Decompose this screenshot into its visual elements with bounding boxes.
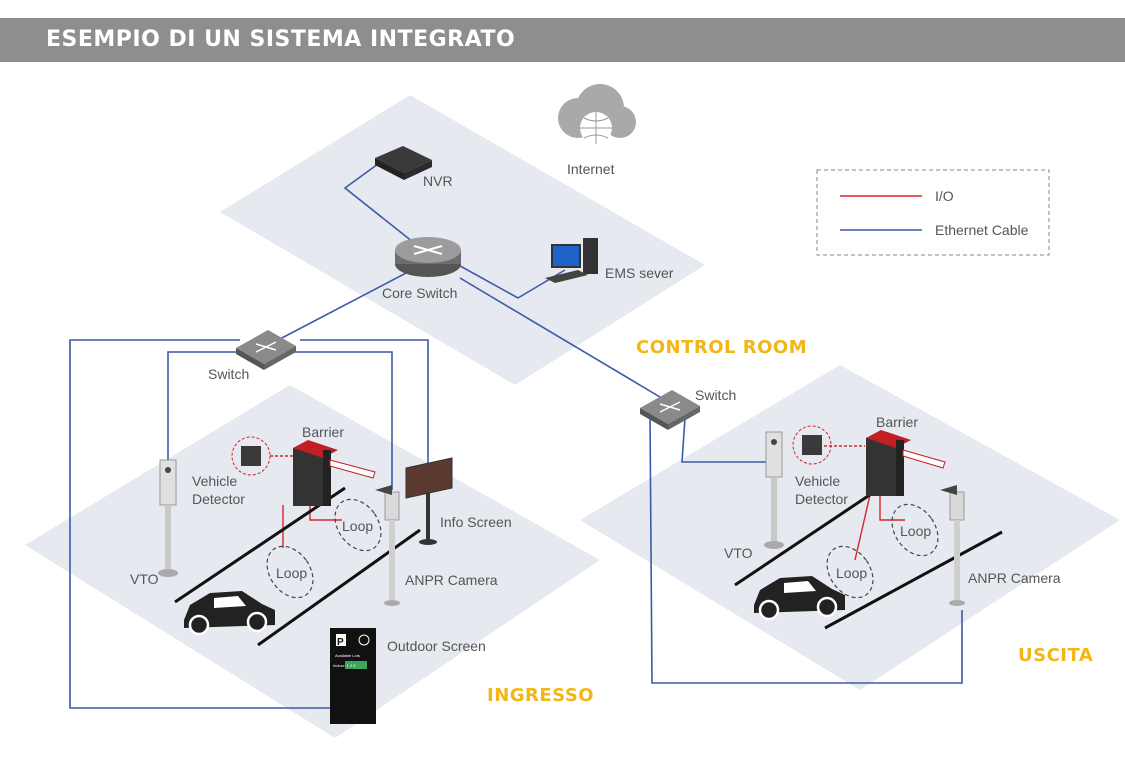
car-icon [184,591,275,636]
barrier-label: Barrier [302,424,344,440]
outdoor-screen-icon: P Available Lots Indoor: 1 2 5 [330,628,376,724]
switch-entrance-label: Switch [208,366,249,382]
ems-server-icon [545,238,598,283]
info-screen-label: Info Screen [440,514,512,530]
zone-control-room-label: CONTROL ROOM [636,337,807,358]
car-icon [754,576,845,621]
nvr-icon [375,146,432,180]
header-banner: ESEMPIO DI UN SISTEMA INTEGRATO [0,18,1125,62]
vehicle-detector-label: Detector [192,491,245,507]
vehicle-detector-icon [792,425,832,465]
ems-server-label: EMS sever [605,265,674,281]
core-switch-icon [395,237,461,277]
switch-icon [236,330,296,370]
exit-platform [580,365,1120,690]
internet-cloud-icon [558,84,636,144]
outdoor-screen-logo: P [337,637,344,648]
page-title: ESEMPIO DI UN SISTEMA INTEGRATO [46,27,516,52]
loop-label: Loop [836,565,867,581]
internet-label: Internet [567,161,615,177]
vto-label: VTO [724,545,753,561]
zone-entrance-label: INGRESSO [487,685,594,706]
control-room-platform [220,95,705,385]
switch-exit-label: Switch [695,387,736,403]
outdoor-screen-caption: Available Lots [335,653,360,658]
anpr-camera-label: ANPR Camera [968,570,1061,586]
ethernet-cables [69,163,963,709]
vehicle-detector-label: Vehicle [192,473,237,489]
barrier-icon [866,430,946,496]
barrier-icon [293,440,376,506]
outdoor-screen-label: Outdoor Screen [387,638,486,654]
nvr-label: NVR [423,173,453,189]
anpr-camera-label: ANPR Camera [405,572,498,588]
anpr-camera-icon [940,485,965,606]
legend-ethernet-label: Ethernet Cable [935,222,1029,238]
core-switch-label: Core Switch [382,285,457,301]
loop-label: Loop [276,565,307,581]
vehicle-detector-label: Vehicle [795,473,840,489]
barrier-label: Barrier [876,414,918,430]
legend-io-label: I/O [935,188,954,204]
legend: I/O Ethernet Cable [816,169,1050,256]
loop-label: Loop [342,518,373,534]
loop-label: Loop [900,523,931,539]
info-screen-icon [405,457,453,545]
switch-icon [640,390,700,430]
anpr-camera-icon [375,485,400,606]
vehicle-detector-label: Detector [795,491,848,507]
vto-icon [764,431,784,549]
outdoor-screen-count: Indoor: 1 2 5 [333,663,356,668]
vehicle-detector-icon [231,436,271,476]
zone-exit-label: USCITA [1018,645,1093,666]
vto-icon [158,459,178,577]
vto-label: VTO [130,571,159,587]
